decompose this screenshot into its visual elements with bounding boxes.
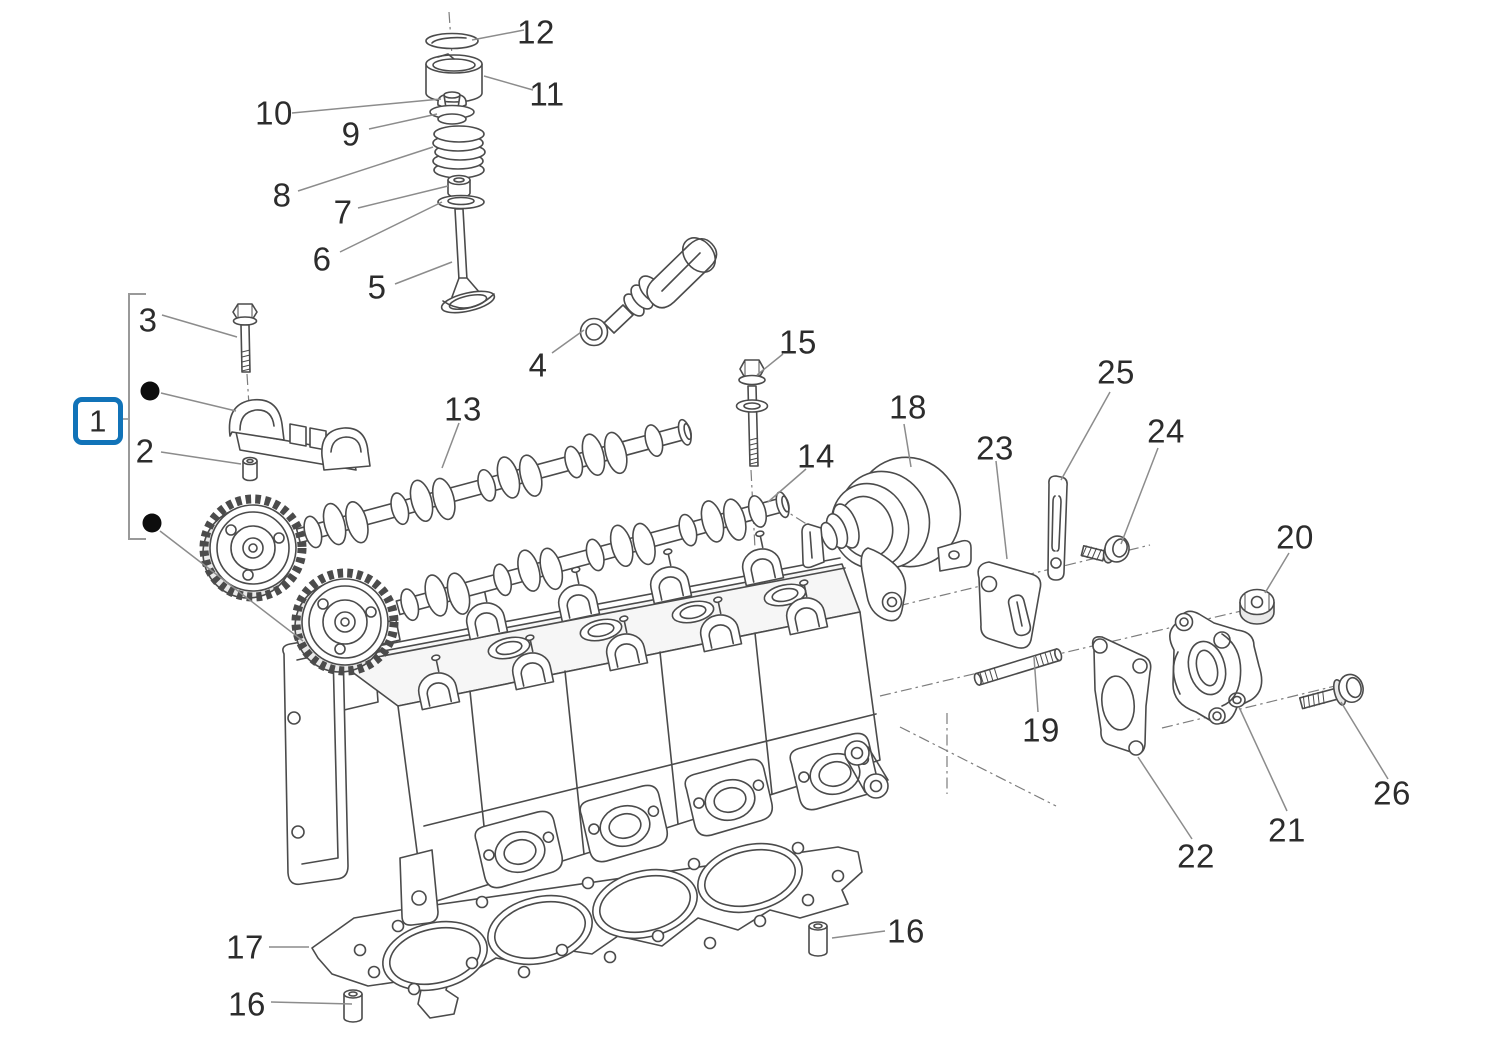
bullet-marker [142,513,162,533]
spark-plug-wells [487,583,807,660]
gasket-bolt-holes [353,841,845,996]
callout-19[interactable]: 19 [1022,711,1060,749]
exhaust-ports [474,732,879,889]
callout-21[interactable]: 21 [1268,811,1306,849]
callout-13[interactable]: 13 [444,390,482,428]
callout-2[interactable]: 2 [135,432,155,470]
dowel-pin-right [808,921,828,957]
callout-11[interactable]: 11 [529,75,565,113]
callout-1[interactable]: 1 [89,403,107,439]
callout-10[interactable]: 10 [255,94,293,132]
cover-bolt [1298,673,1364,710]
bullet-markers [140,381,162,533]
callout-6[interactable]: 6 [312,240,332,278]
valve-assembly [425,32,496,314]
cylinder-head [282,530,889,926]
bearing-towers-front [417,579,829,711]
hydraulic-tappet [579,237,718,347]
stud [973,648,1063,686]
callout-20[interactable]: 20 [1276,518,1314,556]
callout-7[interactable]: 7 [333,193,353,231]
cam-sprocket-13 [199,494,307,602]
callout-9[interactable]: 9 [341,115,361,153]
callout-26[interactable]: 26 [1373,774,1411,812]
tensioner-lug [844,740,889,799]
cap-bolt [232,303,258,373]
dowel-pin-bottom [343,989,363,1023]
selected-callout-box: 1 [73,397,123,445]
locating-bush [242,456,258,482]
callout-25[interactable]: 25 [1097,353,1135,391]
camshaft-bolt [735,359,769,467]
bracket-plate [977,561,1042,649]
callout-3[interactable]: 3 [138,301,158,339]
callout-16-right[interactable]: 16 [887,912,925,950]
cam-phaser [801,456,972,622]
callout-4[interactable]: 4 [528,346,548,384]
camshaft-14 [291,491,790,676]
callout-16-bottom[interactable]: 16 [228,985,266,1023]
callout-8[interactable]: 8 [272,176,292,214]
guide-strip [1047,475,1068,581]
callout-12[interactable]: 12 [517,13,555,51]
small-bolt-24 [1080,535,1130,564]
callout-24[interactable]: 24 [1147,412,1185,450]
cap-nut [1239,588,1275,625]
callout-17[interactable]: 17 [226,928,264,966]
camshaft-cap-bridge [228,398,371,471]
callout-15[interactable]: 15 [779,323,817,361]
callout-5[interactable]: 5 [367,268,387,306]
callout-23[interactable]: 23 [976,429,1014,467]
group-bracket [128,293,146,540]
bullet-marker [140,381,160,401]
head-gasket [311,841,863,1019]
callout-18[interactable]: 18 [889,388,927,426]
end-gasket [1091,635,1152,756]
callout-22[interactable]: 22 [1177,837,1215,875]
camshaft-13 [199,418,693,602]
callout-14[interactable]: 14 [797,437,835,475]
cam-sprocket-14 [291,568,399,676]
end-cover [1169,610,1263,725]
